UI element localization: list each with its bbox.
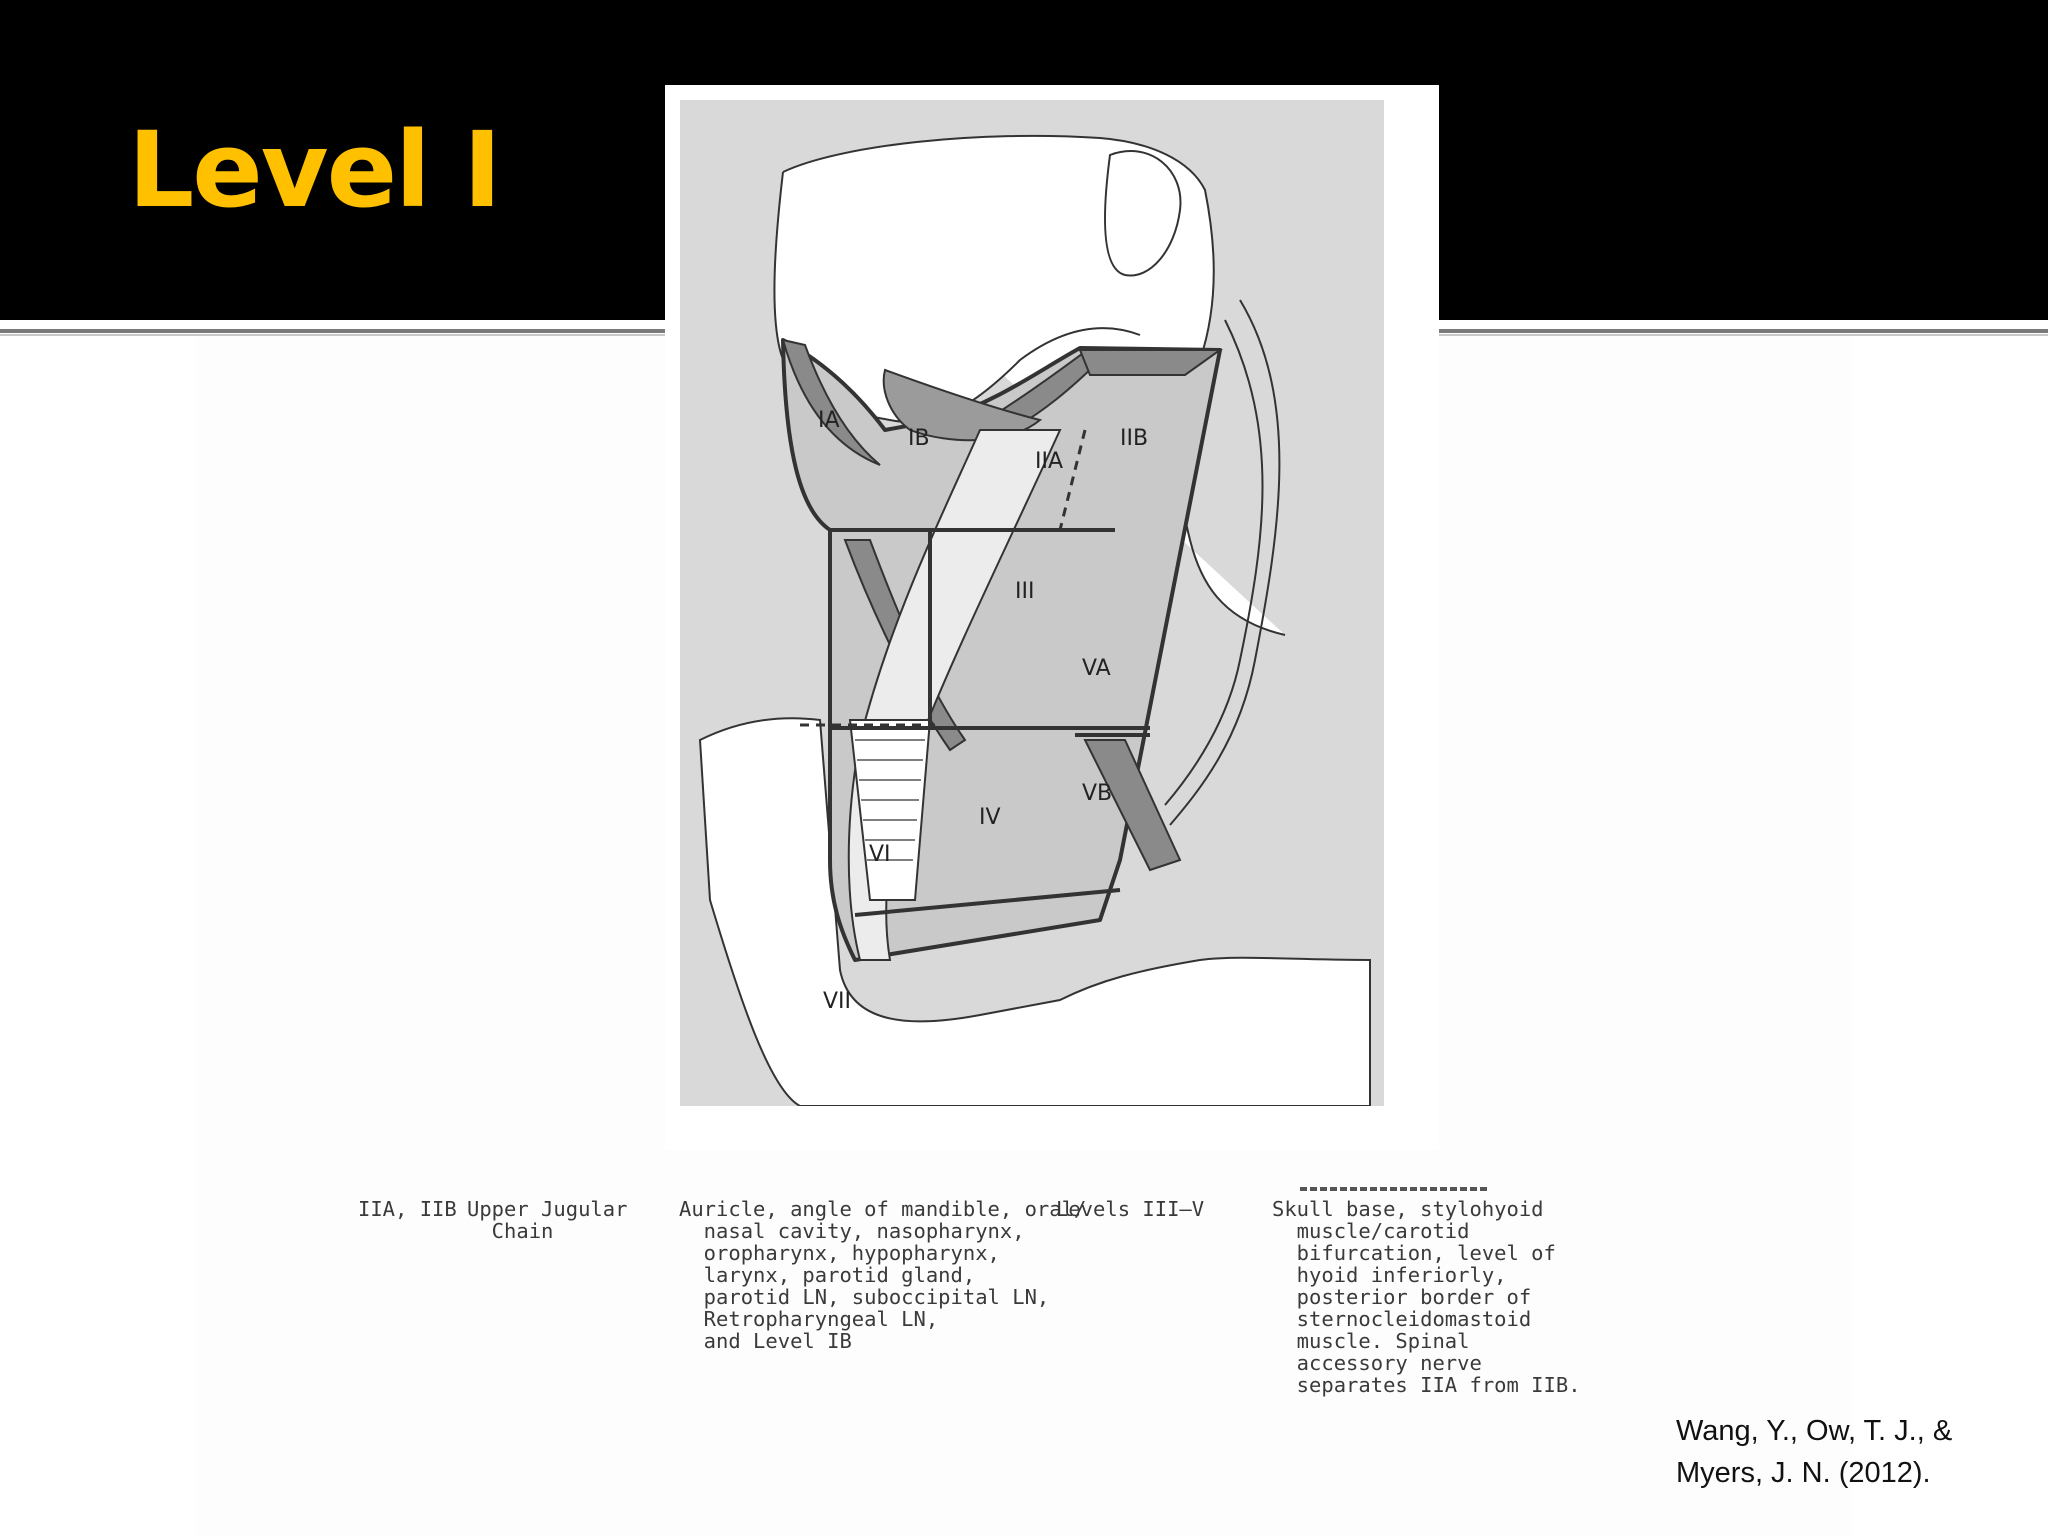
label-iib: IIB — [1120, 426, 1148, 451]
chest-region — [698, 717, 1371, 1106]
table-drainage-line: Auricle, angle of mandible, oral/ — [679, 1197, 1087, 1221]
slide-title: Level I — [128, 109, 502, 231]
label-ia: IA — [818, 408, 840, 433]
table-drainage-line: oropharynx, hypopharynx, — [679, 1241, 1000, 1265]
table-drainage-line: larynx, parotid gland, — [679, 1263, 976, 1287]
label-vii: VII — [823, 989, 851, 1014]
table-boundary-line: Skull base, stylohyoid — [1272, 1197, 1544, 1221]
label-va: VA — [1082, 656, 1111, 681]
label-vb: VB — [1082, 781, 1112, 806]
table-name: Upper Jugular Chain — [467, 1198, 627, 1242]
table-drainage-line: and Level IB — [679, 1329, 852, 1353]
citation-line: Myers, J. N. (2012). — [1676, 1457, 1931, 1489]
table-drainage-line: Retropharyngeal LN, — [679, 1307, 939, 1331]
table-drainage-line: parotid LN, suboccipital LN, — [679, 1285, 1050, 1309]
label-iii: III — [1015, 579, 1034, 604]
table-drainage-line: nasal cavity, nasopharynx, — [679, 1219, 1025, 1243]
table-boundary-line: muscle. Spinal — [1272, 1329, 1470, 1353]
table-name-line: Upper Jugular — [467, 1197, 628, 1221]
table-boundary-line: posterior border of — [1272, 1285, 1532, 1309]
label-iv: IV — [979, 805, 1001, 830]
table-drainage: Auricle, angle of mandible, oral/ nasal … — [679, 1198, 1086, 1352]
label-vi: VI — [869, 842, 891, 867]
scm-top — [1078, 349, 1224, 376]
table-boundary-line: muscle/carotid — [1272, 1219, 1470, 1243]
table-boundary-line: accessory nerve — [1272, 1351, 1482, 1375]
neck-back-contour — [1169, 299, 1281, 826]
face-outline — [773, 171, 1141, 423]
trachea — [848, 719, 932, 901]
table-boundary-line: sternocleidomastoid — [1272, 1307, 1532, 1331]
dashed-spinal-accessory — [1058, 429, 1087, 531]
label-ib: IB — [908, 426, 930, 451]
table-name-line: Chain — [467, 1219, 554, 1243]
neck-lymph-node-levels-diagram: IA IB IIA IIB III VA VB IV VI VII — [680, 100, 1384, 1106]
table-boundaries: Skull base, stylohyoid muscle/carotid bi… — [1272, 1198, 1581, 1396]
citation: Wang, Y., Ow, T. J., & Myers, J. N. (2012… — [1676, 1410, 1952, 1494]
neck-back-contour-inner — [1164, 319, 1264, 806]
table-drains-to: Levels III–V — [1056, 1197, 1205, 1221]
table-level: IIA, IIB — [358, 1197, 457, 1221]
clavicle-boundary — [854, 888, 1121, 917]
ear — [1104, 150, 1182, 277]
cropped-text-fragment — [1300, 1185, 1490, 1193]
table-boundary-line: bifurcation, level of — [1272, 1241, 1556, 1265]
citation-line: Wang, Y., Ow, T. J., & — [1676, 1415, 1953, 1447]
digastric-anterior — [781, 338, 881, 466]
omohyoid-inferior — [1083, 739, 1182, 872]
table-boundary-line: separates IIA from IIB. — [1272, 1373, 1581, 1397]
sternocleidomastoid — [847, 429, 1062, 961]
label-iia: IIA — [1035, 449, 1063, 474]
table-boundary-line: hyoid inferiorly, — [1272, 1263, 1507, 1287]
